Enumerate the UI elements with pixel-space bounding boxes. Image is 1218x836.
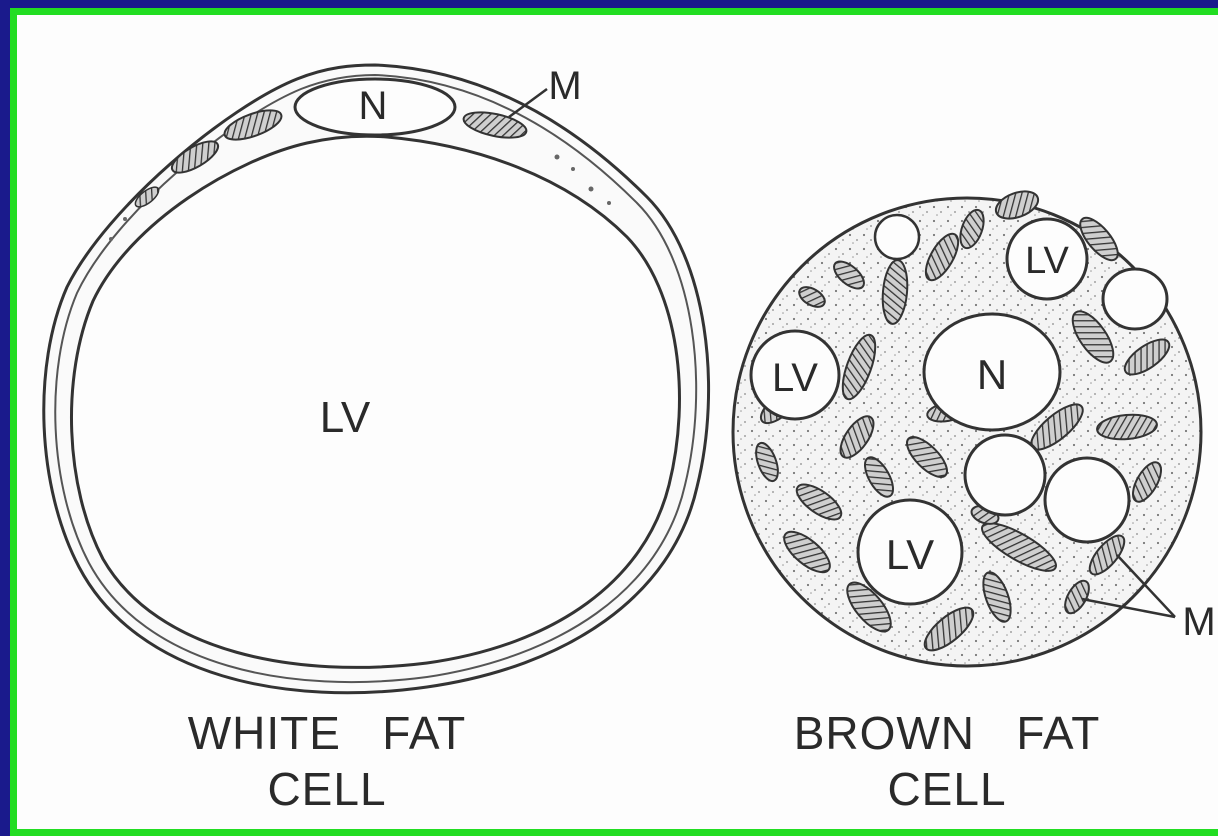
brown-fat-cell-caption: BROWN FAT CELL [747,705,1147,817]
white-fat-cell: N M LV [44,64,709,693]
diagram-panel: N M LV [10,8,1218,836]
brown-cell-lipid-label-bottom: LV [886,531,934,578]
white-cell-nucleus-label: N [359,84,388,128]
brown-cell-lipid-vacuole [875,215,919,259]
brown-cell-nucleus-label: N [977,351,1007,398]
brown-cell-mito-label: M [1182,600,1215,644]
brown-fat-cell: N LV LV LV M [733,186,1216,666]
brown-cell-lipid-vacuole [1045,458,1129,542]
white-cell-lipid-vacuole [71,136,679,667]
brown-cell-lipid-vacuole [1103,269,1167,329]
white-cell-lipid-label: LV [320,393,371,442]
white-cell-mito-label: M [548,64,581,108]
brown-caption-line2: CELL [747,761,1147,817]
brown-cell-lipid-vacuole [965,435,1045,515]
white-caption-line1: WHITE FAT [127,705,527,761]
white-caption-line2: CELL [127,761,527,817]
white-fat-cell-caption: WHITE FAT CELL [127,705,527,817]
brown-cell-lipid-label-left: LV [772,356,818,400]
brown-caption-line1: BROWN FAT [747,705,1147,761]
brown-cell-lipid-label-top: LV [1025,240,1069,282]
